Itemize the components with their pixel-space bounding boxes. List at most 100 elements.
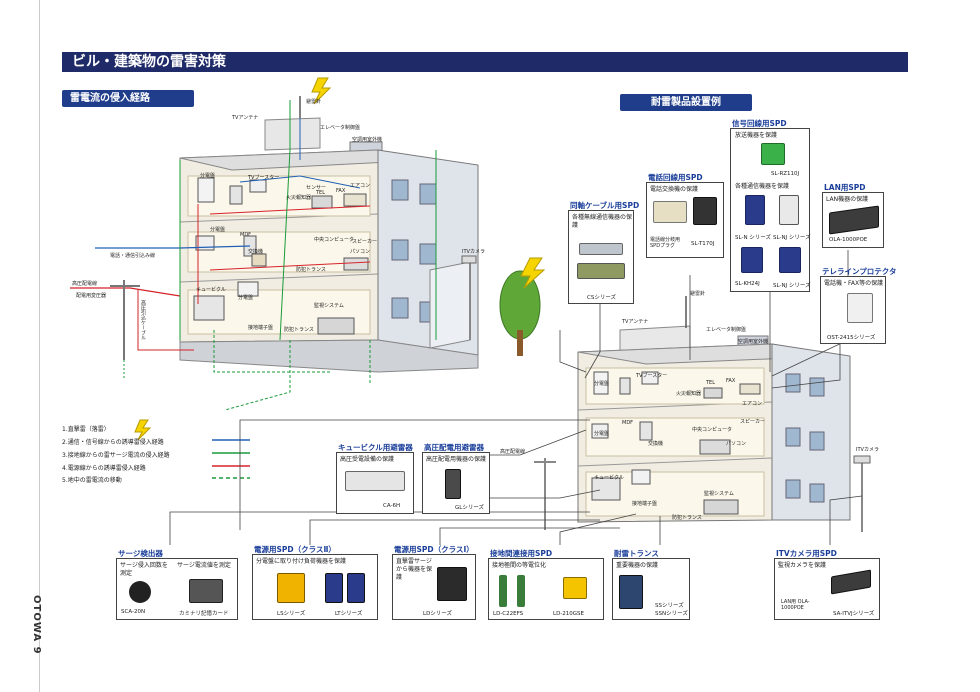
power1-spd-title: 電源用SPD（クラスⅠ） — [394, 545, 474, 554]
itv-spd-title: ITVカメラ用SPD — [776, 549, 837, 558]
r-label-tv-booster: TVブースター — [636, 373, 668, 379]
lan-spd-desc: LAN機器の保護 — [826, 196, 869, 203]
itv-spd-caption-1: LAN用 OLA-1000POE — [781, 599, 810, 611]
ground-spd-image-3 — [563, 577, 587, 599]
left-building — [70, 77, 546, 411]
r-label-security-trans: 防犯トランス — [672, 515, 702, 521]
signal-spd-desc-1: 放送機器を保護 — [735, 132, 778, 139]
label-signal-wire: 電話・通信引込み線 — [110, 253, 156, 259]
hv-arrester-title: 高圧配電用避雷器 — [424, 443, 484, 452]
power2-spd-image-3 — [347, 573, 365, 603]
coax-spd-desc: 各種無線通信機器の保護 — [572, 214, 633, 229]
power2-spd-box: 分電盤に取り付け負荷機器を保護 LSシリーズ LTシリーズ — [252, 554, 378, 620]
cubicle-arrester-desc: 高圧受電設備の保護 — [340, 456, 395, 463]
signal-spd-title: 信号回線用SPD — [732, 119, 787, 128]
label-aircon-outdoor: 空調用室外機 — [352, 137, 383, 143]
signal-spd-caption-1: SL-RZ110J — [771, 171, 800, 177]
r-label-pc: 中央コンピュータ — [692, 427, 733, 433]
label-monitor-room: 監視システム — [314, 303, 344, 309]
itv-spd-desc: 監視カメラを保護 — [778, 562, 827, 569]
label-pc: 中央コンピュータ — [314, 237, 355, 243]
trans-caption-1: SSシリーズ — [655, 603, 684, 609]
label-speaker: スピーカー — [352, 239, 378, 245]
power1-spd-desc: 直撃雷サージから機器を保護 — [396, 558, 433, 581]
coax-spd-caption: CSシリーズ — [587, 295, 617, 301]
surge-detector-card-image — [189, 579, 223, 603]
trans-image — [619, 575, 643, 609]
lan-spd-caption: OLA-1000POE — [829, 237, 868, 243]
trans-desc: 重要機器の保護 — [616, 562, 659, 569]
right-building — [534, 296, 871, 532]
power1-spd-image — [437, 567, 467, 601]
signal-spd-image-1 — [761, 143, 785, 165]
hv-arrester-caption: GLシリーズ — [455, 505, 485, 511]
phone-spd-caption-1: 電話線分岐用SPDプラグ — [650, 237, 681, 249]
signal-spd-image-3 — [779, 195, 799, 225]
signal-spd-caption-4: SL-KH24J — [735, 281, 760, 287]
surge-detector-desc-1: サージ侵入回数を測定 — [120, 562, 168, 577]
label-fire-alarm: 火災報知器 — [286, 195, 312, 201]
label-security-trans-1f: 防犯トランス — [284, 327, 314, 333]
signal-spd-image-5 — [779, 247, 801, 273]
label-hv-cable: 高圧引込ケーブル — [140, 300, 146, 340]
coax-spd-image — [579, 243, 623, 255]
label-distribution: 配電用変圧器 — [76, 293, 107, 299]
teleline-desc: 電話機・FAX等の保護 — [824, 280, 884, 287]
section-heading-products: 耐雷製品設置例 — [620, 94, 752, 111]
ground-spd-image-1 — [499, 575, 507, 607]
trans-caption-2: SSNシリーズ — [655, 611, 688, 617]
hv-arrester-box: 高圧配電用機器の保護 GLシリーズ — [422, 452, 490, 514]
ground-spd-caption-1: LD-C22EFS — [493, 611, 524, 617]
r-label-exchange: 交換機 — [648, 441, 664, 447]
power1-spd-caption: LDシリーズ — [423, 611, 453, 617]
ground-spd-title: 接地間連接用SPD — [490, 549, 553, 558]
ground-spd-image-2 — [517, 575, 525, 607]
r-label-aircon-outdoor: 空調用室外機 — [738, 339, 769, 345]
r-label-lightning-rod: 避雷針 — [690, 291, 706, 297]
label-laptop: パソコン — [350, 249, 371, 255]
itv-spd-box: 監視カメラを保護 LAN用 OLA-1000POE SA-ITVJシリーズ — [774, 558, 880, 620]
label-switchboard-2f: 分電盤 — [210, 227, 226, 233]
label-sensor: センサー — [306, 185, 327, 191]
signal-spd-image-4 — [741, 247, 763, 273]
r-label-tv-antenna: TVアンテナ — [622, 319, 649, 325]
power1-spd-box: 直撃雷サージから機器を保護 LDシリーズ — [392, 554, 476, 620]
surge-detector-desc-2: サージ電流値を測定 — [177, 562, 231, 569]
surge-detector-title: サージ検出器 — [118, 549, 163, 558]
signal-spd-caption-3: SL-NJ シリーズ — [773, 235, 811, 241]
coax-spd-image-2 — [577, 263, 625, 279]
label-lightning-rod: 避雷針 — [306, 99, 322, 105]
legend-item-4: 4.電源線からの誘導雷侵入経路 — [62, 465, 146, 472]
trans-title: 耐雷トランス — [614, 549, 659, 558]
page-spine — [14, 0, 40, 692]
r-label-aircon: エアコン — [742, 401, 763, 407]
surge-detector-image — [129, 581, 151, 603]
trans-box: 重要機器の保護 SSシリーズ SSNシリーズ — [612, 558, 690, 620]
hv-arrester-desc: 高圧配電用機器の保護 — [426, 456, 487, 463]
teleline-caption: OST-2415シリーズ — [827, 335, 876, 341]
teleline-image — [847, 293, 873, 323]
label-tv-antenna: TVアンテナ — [232, 115, 259, 121]
phone-spd-desc: 電話交換機の保護 — [650, 186, 699, 193]
label-switchboard-3f: 分電盤 — [200, 173, 216, 179]
r-label-switchboard-2f: 分電盤 — [594, 431, 610, 437]
label-elevator: エレベータ制御盤 — [320, 125, 361, 131]
label-itv: ITVカメラ — [462, 249, 485, 255]
label-aircon: エアコン — [350, 183, 371, 189]
label-ground-terminal: 接地端子盤 — [248, 325, 274, 331]
cubicle-arrester-caption: CA-6H — [383, 503, 401, 509]
legend-item-5: 5.地中の雷電流の移動 — [62, 477, 122, 484]
cubicle-arrester-image — [345, 471, 405, 491]
surge-detector-caption-2: カミナリ記憶カード — [179, 611, 229, 617]
cubicle-arrester-title: キュービクル用避雷器 — [338, 443, 413, 452]
itv-spd-caption-2: SA-ITVJシリーズ — [833, 611, 875, 617]
legend-item-1: 1.直撃雷（落雷） — [62, 426, 110, 433]
r-label-fire-alarm: 火災報知器 — [676, 391, 702, 397]
phone-spd-caption-2: SL-T170J — [691, 241, 715, 247]
page-number: OTOWA 9 — [31, 595, 42, 655]
legend-lines — [134, 419, 250, 479]
label-cubicle: キュービクル — [196, 287, 226, 293]
signal-spd-desc-2: 各種通信機器を保護 — [735, 183, 790, 190]
